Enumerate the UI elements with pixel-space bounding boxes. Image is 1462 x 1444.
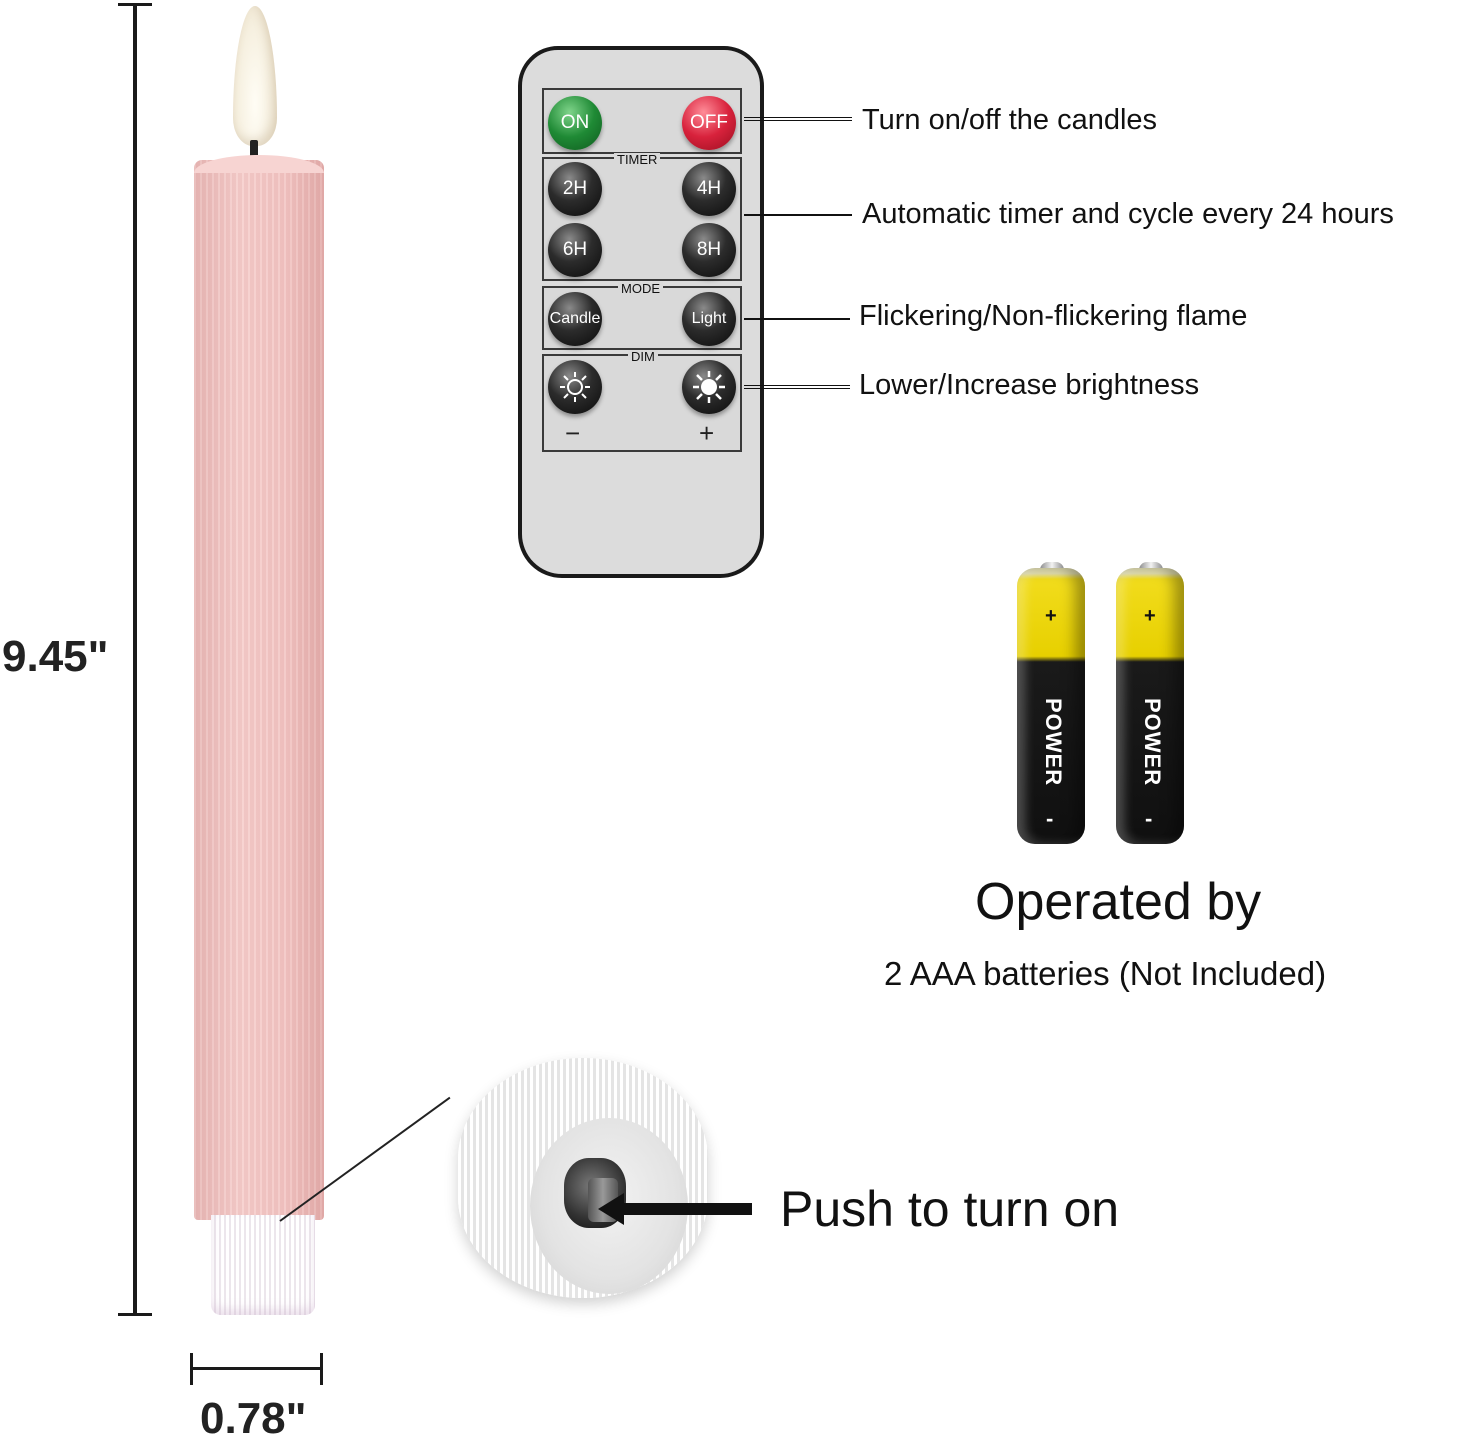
off-button[interactable]: OFF [682, 96, 736, 150]
timer-title: TIMER [614, 153, 661, 167]
timer-4h-button[interactable]: 4H [682, 162, 736, 216]
candle-body [194, 160, 324, 1220]
height-label: 9.45" [2, 632, 109, 681]
candle-mode-button[interactable]: Candle [548, 292, 602, 346]
dim-increase-button[interactable] [682, 360, 736, 414]
battery-1-plus: + [1045, 605, 1057, 627]
timer-6h-button[interactable]: 6H [548, 223, 602, 277]
mode-callout: Flickering/Non-flickering flame [859, 300, 1248, 332]
flame-icon [233, 6, 277, 146]
timer-8h-button[interactable]: 8H [682, 223, 736, 277]
power-callout: Turn on/off the candles [862, 104, 1158, 136]
battery-2-brand: POWER [1140, 698, 1165, 787]
battery-1-minus: - [1046, 806, 1054, 831]
operated-by-title: Operated by [975, 873, 1262, 931]
sun-high-icon [693, 371, 725, 403]
battery-2-minus: - [1145, 806, 1153, 831]
light-mode-button[interactable]: Light [682, 292, 736, 346]
push-to-turn-on-label: Push to turn on [780, 1181, 1120, 1237]
dim-lower-button[interactable] [548, 360, 602, 414]
timer-2h-button[interactable]: 2H [548, 162, 602, 216]
height-dimension-line [133, 4, 137, 1316]
dim-leader [744, 385, 850, 389]
mode-title: MODE [618, 282, 663, 296]
mode-leader [744, 318, 850, 320]
on-button[interactable]: ON [548, 96, 602, 150]
arrow-shaft [616, 1203, 752, 1215]
power-leader [744, 117, 852, 121]
timer-leader [744, 214, 852, 216]
width-dimension-cap-left [190, 1353, 193, 1385]
height-dimension-cap-bottom [118, 1313, 152, 1316]
dim-plus-label: + [699, 418, 715, 448]
width-dimension-line [191, 1367, 323, 1370]
dim-title: DIM [628, 350, 658, 364]
timer-callout: Automatic timer and cycle every 24 hours [862, 198, 1394, 230]
battery-requirement: 2 AAA batteries (Not Included) [884, 955, 1327, 992]
candle-base [211, 1215, 315, 1315]
dim-minus-label: − [565, 418, 581, 448]
battery-1 [1017, 568, 1085, 844]
wick [250, 140, 258, 168]
width-label: 0.78" [200, 1394, 307, 1443]
height-dimension-cap-top [118, 3, 152, 6]
arrow-left-icon [598, 1193, 624, 1225]
battery-1-brand: POWER [1041, 698, 1066, 787]
battery-2 [1116, 568, 1184, 844]
dim-callout: Lower/Increase brightness [859, 369, 1200, 401]
width-dimension-cap-right [320, 1353, 323, 1385]
candle-top [194, 155, 324, 173]
sun-low-icon [560, 372, 590, 402]
battery-2-plus: + [1144, 605, 1156, 627]
